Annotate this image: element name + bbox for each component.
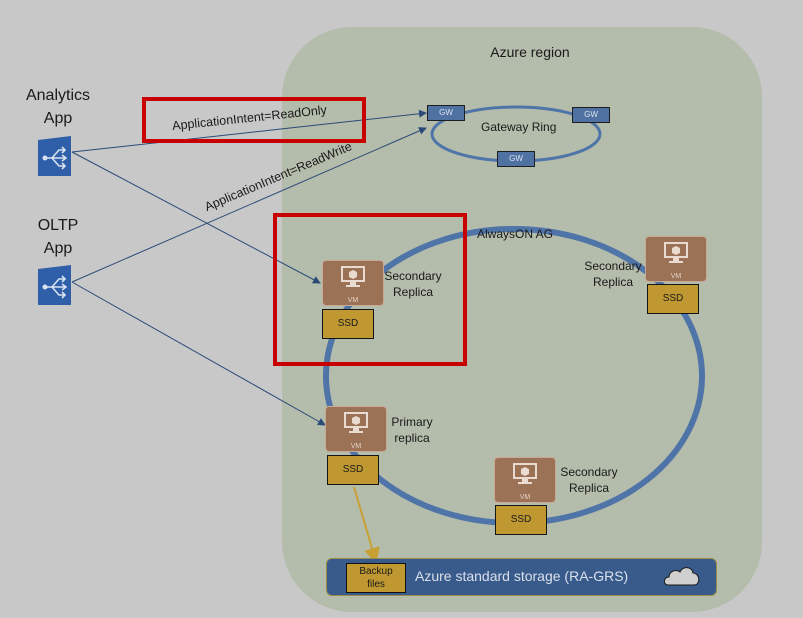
replica-label: Secondary Replica	[549, 464, 629, 496]
backup-files-line2: files	[367, 579, 385, 590]
connector-primary-backup	[353, 486, 380, 564]
replica-label-line2: Replica	[568, 481, 610, 495]
replica-label-line1: Secondary	[560, 465, 618, 479]
connector-oltp-primary	[71, 281, 326, 426]
vm-icon[interactable]: VM	[322, 260, 384, 306]
gateway-node: GW	[572, 107, 610, 123]
cloud-icon	[662, 565, 702, 592]
backup-files-box: Backup files	[346, 563, 406, 593]
replica-label-line2: Replica	[592, 275, 634, 289]
vm-label: VM	[670, 273, 682, 280]
replica-label-line2: replica	[394, 431, 430, 445]
oltp-app-label-line1: OLTP	[37, 217, 79, 234]
vm-icon[interactable]: VM	[325, 406, 387, 452]
connector-oltp-gateway	[71, 127, 427, 283]
replica-label-line1: Primary	[391, 415, 433, 429]
readonly-highlight-box	[142, 97, 366, 143]
vm-label: VM	[347, 297, 359, 304]
connector-analytics-gateway	[71, 109, 427, 153]
gateway-node: GW	[497, 151, 535, 167]
gateway-node: GW	[427, 105, 465, 121]
vm-label: VM	[519, 494, 531, 501]
analytics-app-label-line1: Analytics	[25, 87, 91, 104]
alwayson-ag-label: AlwaysON AG	[477, 227, 554, 241]
azure-region-title: Azure region	[490, 44, 570, 60]
vm-label: VM	[350, 443, 362, 450]
ssd-disk: SSD	[495, 505, 547, 535]
ssd-disk: SSD	[327, 455, 379, 485]
load-balancer-icon[interactable]	[38, 136, 72, 176]
analytics-app-label-line2: App	[43, 110, 73, 127]
backup-files-line1: Backup	[359, 566, 393, 577]
connector-analytics-secondary	[71, 151, 321, 284]
secondary-replica-highlight-box	[273, 213, 467, 366]
oltp-app-label: OLTP App	[13, 214, 103, 260]
analytics-app-label: Analytics App	[13, 84, 103, 130]
ssd-disk: SSD	[322, 309, 374, 339]
replica-label: Secondary Replica	[373, 268, 453, 300]
replica-label: Secondary Replica	[573, 258, 653, 290]
replica-label-line1: Secondary	[384, 269, 442, 283]
load-balancer-icon[interactable]	[38, 265, 72, 305]
gateway-ring-label: Gateway Ring	[481, 120, 557, 134]
oltp-app-label-line2: App	[43, 240, 73, 257]
azure-storage-label: Azure standard storage (RA-GRS)	[415, 568, 629, 584]
vm-icon[interactable]: VM	[645, 236, 707, 282]
ssd-disk: SSD	[647, 284, 699, 314]
replica-label-line1: Secondary	[584, 259, 642, 273]
replica-label: Primary replica	[372, 414, 452, 446]
replica-label-line2: Replica	[392, 285, 434, 299]
vm-icon[interactable]: VM	[494, 457, 556, 503]
